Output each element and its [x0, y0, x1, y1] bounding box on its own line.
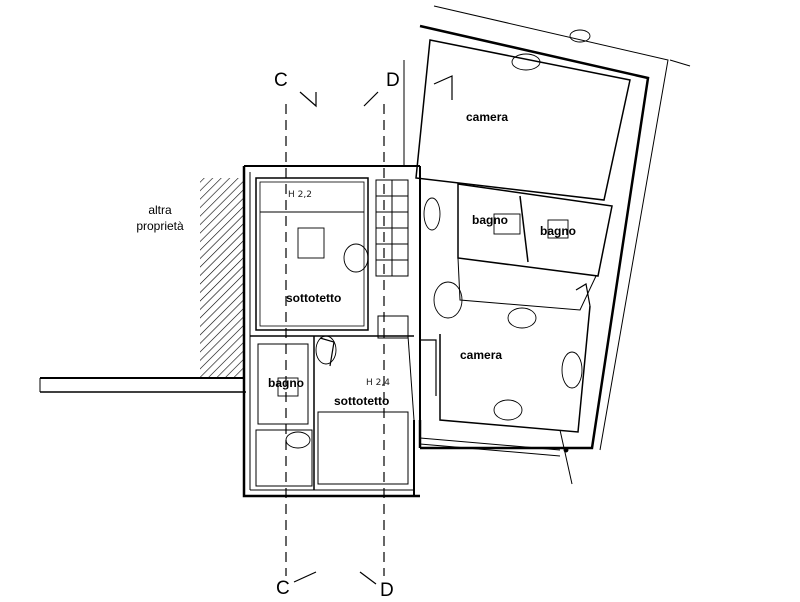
- section-marker-d-bottom: D: [380, 580, 394, 601]
- neighbor-label: altra proprietà: [120, 202, 200, 234]
- neighbor-label-line2: proprietà: [136, 219, 184, 233]
- room-label-camera-top: camera: [466, 110, 509, 124]
- room-label-bagno-left: bagno: [472, 213, 508, 227]
- left-block-walls: [242, 165, 420, 498]
- height-note-top: H 2,2: [288, 190, 312, 200]
- fixtures: [277, 29, 591, 453]
- neighbor-hatched-wall: [200, 178, 244, 378]
- section-marker-c-top: C: [274, 70, 288, 91]
- section-marker-d-top: D: [386, 70, 400, 91]
- room-label-bagno-right: bagno: [540, 224, 576, 238]
- boundary-strip: [39, 377, 246, 393]
- section-marker-c-bottom: C: [276, 578, 290, 599]
- room-label-sottotetto-lower: sottotetto: [334, 394, 390, 408]
- staircase: [375, 179, 409, 339]
- neighbor-label-line1: altra: [148, 203, 172, 217]
- height-note-lower: H 2,4: [366, 378, 390, 388]
- room-label-bagno-lower: bagno: [268, 376, 304, 390]
- section-lines: [285, 91, 385, 585]
- room-label-sottotetto-main: sottotetto: [286, 291, 342, 305]
- room-label-camera-right: camera: [460, 348, 503, 362]
